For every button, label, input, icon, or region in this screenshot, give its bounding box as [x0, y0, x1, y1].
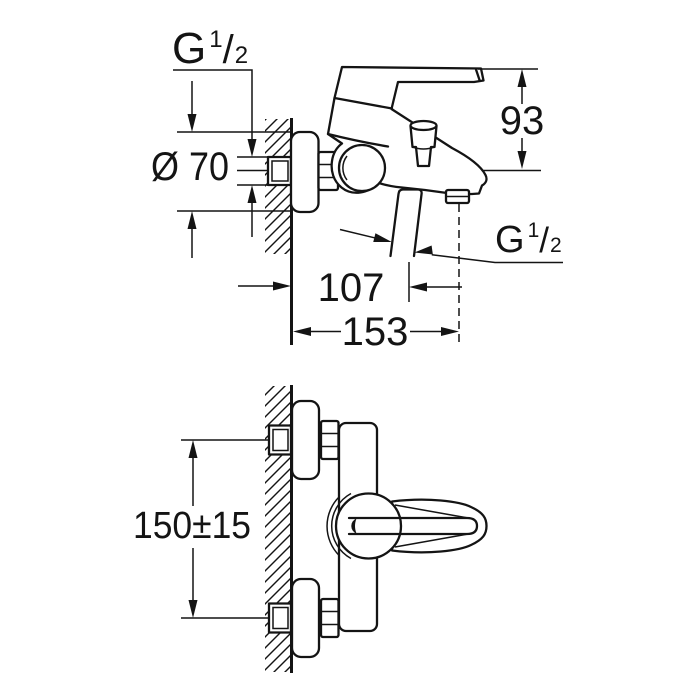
aerator — [444, 188, 471, 205]
dim-hose-offset: 107 — [238, 262, 462, 310]
handle-dome — [334, 492, 403, 560]
height-text: 93 — [500, 99, 545, 143]
flange-diameter-text: Ø 70 — [151, 145, 229, 189]
dim-center-distance: 150±15 — [133, 440, 251, 618]
hose-offset-text: 107 — [318, 266, 385, 310]
rosette-arc-1 — [330, 492, 352, 560]
body-top-line — [326, 132, 390, 148]
dim-flange-diameter: Ø 70 — [151, 81, 291, 258]
ball-joint — [337, 143, 387, 193]
lever-tip-bevel — [474, 68, 481, 82]
mixer-side — [237, 65, 488, 258]
mixer-top — [267, 399, 488, 659]
handle-facet-line — [333, 96, 394, 110]
diverter-knob — [409, 119, 438, 168]
handle-lever — [390, 498, 488, 554]
rosette-arc-2 — [326, 496, 340, 556]
wall-hatch — [265, 119, 291, 254]
spout-reach-text: 153 — [342, 310, 409, 354]
center-distance-text: 150±15 — [133, 505, 251, 547]
temperature-indicator-mark — [351, 518, 357, 534]
wall-section-side — [265, 118, 293, 345]
shower-hose-outlet — [389, 188, 423, 258]
dim-spout-reach: 153 — [293, 204, 460, 354]
escutcheon-upper — [290, 399, 321, 481]
union-nut-upper — [319, 419, 340, 461]
union-nut-lower — [319, 597, 340, 639]
escutcheon-lower — [290, 577, 321, 659]
dim-height: 93 — [478, 68, 545, 169]
top-view: 150±15 — [133, 385, 488, 673]
escutcheon — [289, 130, 320, 214]
union-fitting-inner — [271, 160, 289, 182]
ball-joint-inner-arc — [342, 155, 348, 181]
